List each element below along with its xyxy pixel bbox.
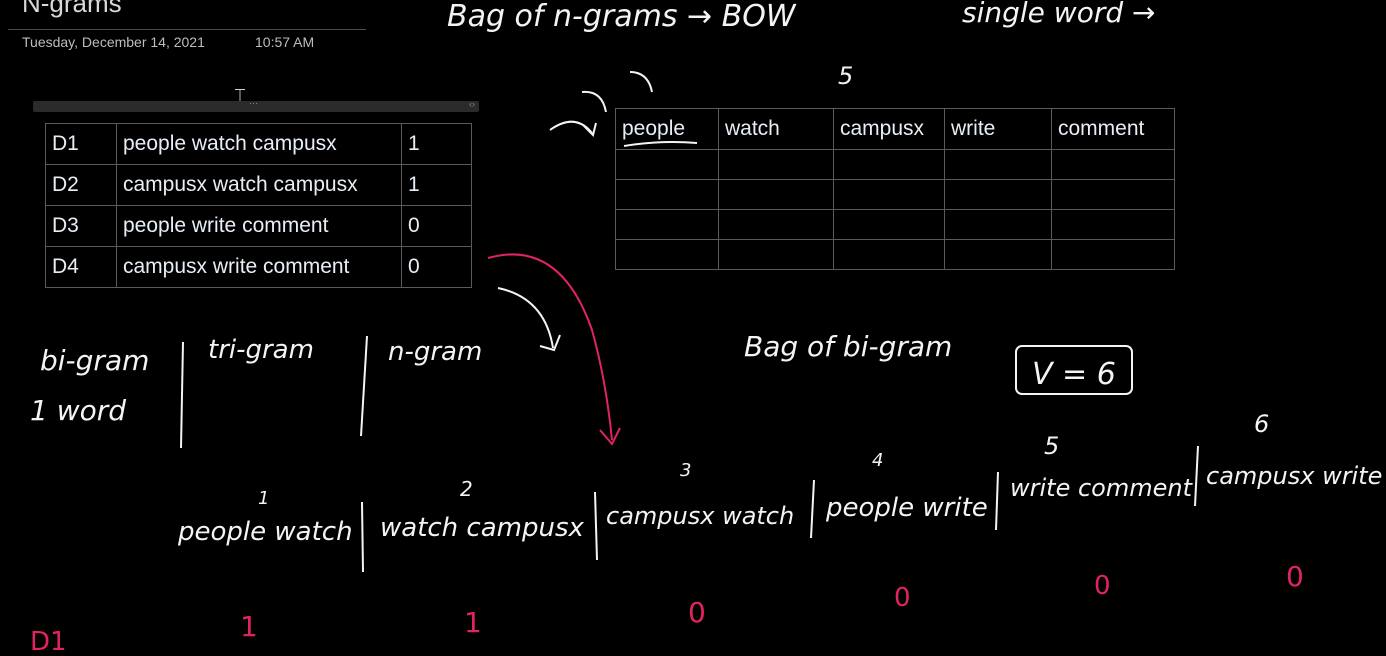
ink-d1-label: D1 xyxy=(30,627,67,656)
ink-d1-value: 0 xyxy=(1286,560,1304,593)
doc-id-cell[interactable]: D3 xyxy=(45,205,117,247)
vocab-empty-cell[interactable] xyxy=(718,239,834,270)
ink-d1-value: 0 xyxy=(688,596,706,629)
doc-text-cell[interactable]: campusx write comment xyxy=(116,246,402,288)
ink-v-equals: V = 6 xyxy=(1032,357,1116,392)
container-move-handle[interactable]: ⋯ ‹› xyxy=(33,98,479,112)
doc-text-cell[interactable]: people write comment xyxy=(116,205,402,247)
ink-one-word: 1 word xyxy=(30,394,126,427)
vocab-header-cell[interactable]: comment xyxy=(1051,108,1175,150)
title-divider xyxy=(8,29,366,30)
vocab-empty-cell[interactable] xyxy=(833,179,945,210)
table-row[interactable] xyxy=(615,179,1175,210)
vocab-empty-cell[interactable] xyxy=(615,179,719,210)
page-title: N-grams xyxy=(22,0,122,18)
doc-id-cell[interactable]: D1 xyxy=(45,123,117,165)
page-time: 10:57 AM xyxy=(255,34,315,50)
vocab-empty-cell[interactable] xyxy=(833,209,945,240)
ink-bigram-index: 4 xyxy=(872,450,883,471)
ink-bigram-index: 1 xyxy=(258,488,269,509)
ink-bigram: people watch xyxy=(177,517,353,547)
vocab-empty-cell[interactable] xyxy=(833,149,945,180)
vocab-empty-cell[interactable] xyxy=(1051,209,1175,240)
ink-d1-value: 0 xyxy=(894,583,911,613)
ink-d1-value: 1 xyxy=(240,610,258,643)
ink-bigram: campusx watch xyxy=(606,502,794,530)
drag-dots-icon: ⋯ xyxy=(249,98,258,108)
v-box xyxy=(1015,345,1133,395)
vocab-empty-cell[interactable] xyxy=(1051,179,1175,210)
ink-type-trigram: tri-gram xyxy=(208,335,314,365)
ink-type-ngram: n-gram xyxy=(388,337,482,367)
ink-bigram: people write xyxy=(825,493,988,523)
ink-bigram: campusx write xyxy=(1206,462,1382,490)
ink-bigram-heading: Bag of bi-gram xyxy=(744,330,952,363)
table-row[interactable] xyxy=(615,239,1175,270)
ink-bigram-index: 6 xyxy=(1254,410,1269,438)
ink-bigram-index: 2 xyxy=(460,477,473,501)
vocab-empty-cell[interactable] xyxy=(615,239,719,270)
ink-d1-value: 0 xyxy=(1094,571,1111,601)
doc-text-cell[interactable]: campusx watch campusx xyxy=(116,164,402,206)
vocab-header-cell[interactable]: write xyxy=(944,108,1052,150)
doc-text-cell[interactable]: people watch campusx xyxy=(116,123,402,165)
doc-label-cell[interactable]: 1 xyxy=(401,164,472,206)
ink-bigram: write comment xyxy=(1010,474,1194,502)
doc-label-cell[interactable]: 0 xyxy=(401,205,472,247)
ink-type-bigram: bi-gram xyxy=(40,344,149,377)
page-date: Tuesday, December 14, 2021 xyxy=(22,34,205,50)
ink-bigram: watch campusx xyxy=(380,513,585,543)
vocab-empty-cell[interactable] xyxy=(1051,149,1175,180)
ink-d1-value: 1 xyxy=(464,606,482,639)
vocab-empty-cell[interactable] xyxy=(944,239,1052,270)
table-row[interactable] xyxy=(615,209,1175,240)
ink-vocab-count: 5 xyxy=(838,62,853,90)
ink-bigram-index: 3 xyxy=(680,460,691,481)
doc-label-cell[interactable]: 0 xyxy=(401,246,472,288)
ink-top-heading: Bag of n-grams → BOW xyxy=(447,0,797,34)
resize-arrows-icon[interactable]: ‹› xyxy=(469,99,475,109)
table-row[interactable] xyxy=(615,149,1175,180)
vocab-empty-cell[interactable] xyxy=(615,149,719,180)
vocab-header-cell[interactable]: watch xyxy=(718,108,834,150)
ink-bigram-index: 5 xyxy=(1044,432,1059,460)
doc-id-cell[interactable]: D4 xyxy=(45,246,117,288)
doc-id-cell[interactable]: D2 xyxy=(45,164,117,206)
ink-top-right: single word → xyxy=(962,0,1155,29)
vocab-empty-cell[interactable] xyxy=(1051,239,1175,270)
vocab-empty-cell[interactable] xyxy=(833,239,945,270)
doc-label-cell[interactable]: 1 xyxy=(401,123,472,165)
